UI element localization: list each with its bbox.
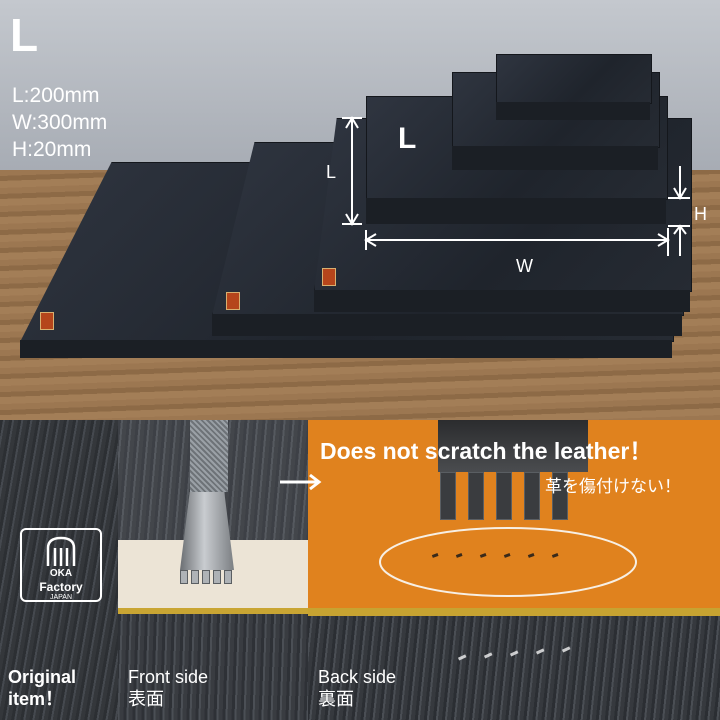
back-leather-edge: [308, 608, 720, 616]
length-label: L: [326, 162, 337, 182]
holes-highlight: [379, 527, 637, 661]
front-caption: Front side 表面: [128, 666, 208, 710]
mat-xl-logo: [40, 312, 54, 330]
back-tooth: [496, 472, 512, 520]
fork-icon: [46, 536, 76, 566]
back-caption: Back side 裏面: [318, 666, 396, 710]
original-caption-line-1: Original: [8, 667, 77, 687]
front-tooth: [202, 570, 210, 584]
front-side-panel: Front side 表面: [118, 420, 308, 720]
back-tooth: [468, 472, 484, 520]
original-caption: Original item！: [8, 666, 76, 710]
headline-jp: 革を傷付けない！: [545, 477, 681, 496]
comparison-row: OKA Factory JAPAN Original item！ Front s…: [0, 420, 720, 720]
front-tooth: [213, 570, 221, 584]
size-letter: L: [10, 9, 39, 61]
back-caption-en: Back side: [318, 667, 397, 687]
headline-en: Does not scratch the leather！: [320, 438, 653, 464]
logo-line-1: OKA: [49, 568, 73, 579]
height-label: H: [694, 204, 707, 224]
back-mat: [308, 616, 720, 720]
front-mat-bottom: [118, 614, 308, 720]
logo-line-3: JAPAN: [49, 594, 73, 601]
front-tooth: [191, 570, 199, 584]
front-tooth: [180, 570, 188, 584]
mat-m-edge: [314, 290, 690, 312]
front-tooth: [224, 570, 232, 584]
back-chisel-handle: [438, 420, 588, 472]
mat-s-edge: [366, 198, 666, 224]
mat-l-logo: [226, 292, 240, 310]
front-caption-jp: 表面: [128, 689, 164, 709]
arrow-right-icon: [280, 473, 322, 491]
back-tooth: [552, 472, 568, 520]
mat-xxs: [496, 54, 652, 104]
original-item-panel: OKA Factory JAPAN Original item！: [0, 420, 118, 720]
dimension-length: L:200mm: [12, 84, 100, 107]
front-leather-edge: [118, 608, 308, 614]
original-caption-line-2: item！: [8, 689, 64, 709]
dimension-height: H:20mm: [12, 138, 92, 161]
back-tooth: [524, 472, 540, 520]
mat-xs-edge: [452, 146, 658, 170]
stacked-mats-photo: L L:200mm W:300mm H:20mm L L W H: [0, 0, 720, 420]
logo-line-2: Factory: [39, 580, 83, 594]
mat-m-logo: [322, 268, 336, 286]
size-letter-on-mat: L: [398, 122, 417, 155]
back-side-panel: Back side 裏面: [308, 420, 720, 720]
dimensions-list: L:200mm W:300mm H:20mm: [12, 82, 107, 163]
width-label: W: [516, 256, 533, 276]
oka-factory-logo: OKA Factory JAPAN: [20, 528, 102, 602]
front-chisel-blade: [180, 492, 234, 570]
back-caption-jp: 裏面: [318, 689, 354, 709]
mat-xxs-edge: [496, 102, 650, 120]
back-tooth: [440, 472, 456, 520]
dimension-width: W:300mm: [12, 111, 108, 134]
dimension-lines: [342, 116, 690, 256]
front-chisel-handle: [190, 420, 228, 492]
front-caption-en: Front side: [128, 667, 209, 687]
mat-xl-edge: [20, 340, 672, 358]
mat-l-edge: [212, 314, 682, 336]
